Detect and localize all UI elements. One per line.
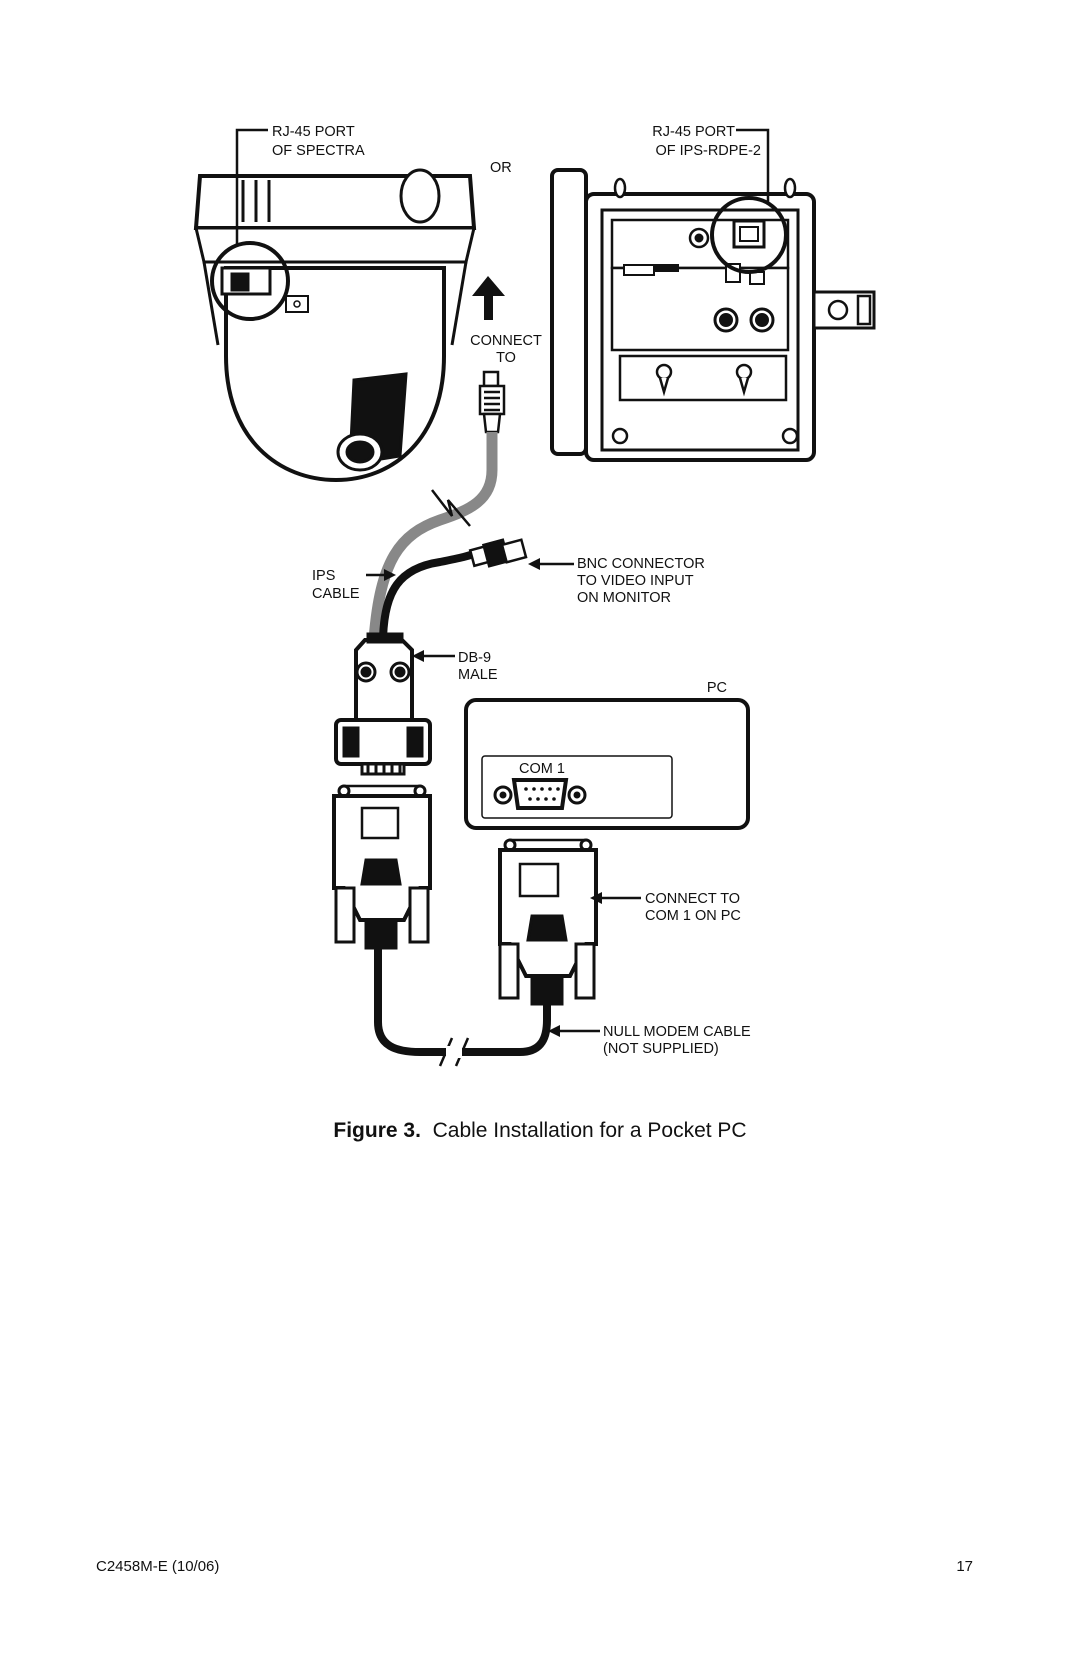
null-modem-connector-left (332, 784, 432, 950)
page-number: 17 (956, 1558, 973, 1575)
connect-to-label-2: TO (496, 350, 516, 366)
rj45-plug (478, 370, 506, 434)
spectra-port (220, 266, 272, 296)
db9-male-connector (334, 632, 432, 776)
ips-cable-label-2: CABLE (312, 586, 360, 602)
label-arrows (366, 558, 641, 1037)
db9-label-1: DB-9 (458, 650, 491, 666)
null-modem-label-2: (NOT SUPPLIED) (603, 1041, 719, 1057)
db9-label-2: MALE (458, 667, 498, 683)
pc-box (464, 698, 750, 830)
ips-cable-black (379, 548, 480, 641)
ips-cable-grey (368, 432, 498, 641)
rdpe-port-leader (736, 128, 770, 204)
connect-to-label-1: CONNECT (470, 333, 542, 349)
figure-caption: Figure 3. Cable Installation for a Pocke… (0, 1119, 1080, 1143)
bnc-connector (468, 538, 528, 568)
rj45-rdpe-label-1: RJ-45 PORT (652, 124, 735, 140)
or-label: OR (490, 160, 512, 176)
rj45-rdpe-label-2: OF IPS-RDPE-2 (655, 143, 761, 159)
ips-cable-label-1: IPS (312, 568, 335, 584)
null-modem-cable (374, 948, 551, 1056)
rdpe-port-highlight (710, 196, 788, 274)
rj45-spectra-label-2: OF SPECTRA (272, 143, 365, 159)
null-modem-connector-right (498, 838, 598, 1006)
document-code: C2458M-E (10/06) (96, 1558, 220, 1575)
connect-com-label-1: CONNECT TO (645, 891, 740, 907)
com1-label: COM 1 (519, 761, 565, 777)
spectra-port-leader (235, 128, 268, 244)
bnc-label-3: ON MONITOR (577, 590, 671, 606)
connect-up-arrow-solid (472, 276, 505, 320)
bnc-label-2: TO VIDEO INPUT (577, 573, 694, 589)
bnc-label-1: BNC CONNECTOR (577, 556, 705, 572)
connect-com-label-2: COM 1 ON PC (645, 908, 741, 924)
ips-rdpe-2-box (550, 168, 876, 462)
spectra-dome-camera (193, 168, 477, 483)
figure-title: Cable Installation for a Pocket PC (432, 1119, 747, 1142)
com1-port (493, 778, 587, 810)
rdpe-rj45-port (732, 219, 766, 249)
rj45-spectra-label-1: RJ-45 PORT (272, 124, 355, 140)
cable-break-1 (431, 489, 471, 527)
connect-up-arrow (469, 248, 507, 278)
pc-label: PC (707, 680, 727, 696)
figure-number: Figure 3. (333, 1119, 421, 1142)
null-modem-label-1: NULL MODEM CABLE (603, 1024, 751, 1040)
spectra-port-highlight (210, 241, 290, 321)
